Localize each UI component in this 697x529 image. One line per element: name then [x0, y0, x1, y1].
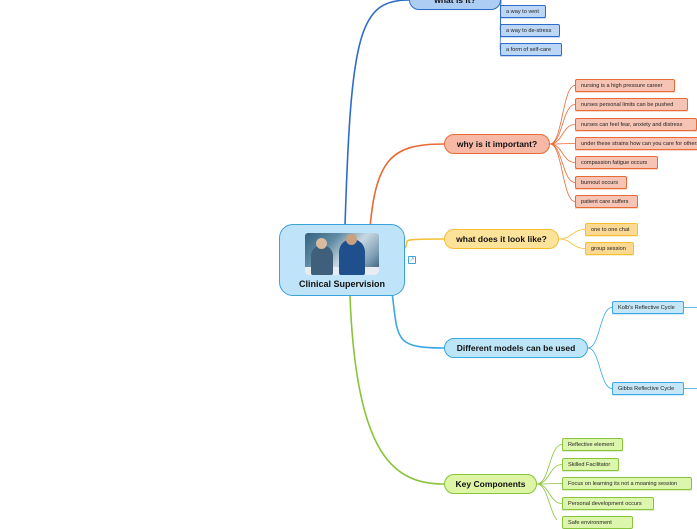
subtopic-item[interactable]: a form of self-care	[500, 43, 562, 56]
subtopic-connector	[549, 143, 576, 202]
subtopic-item[interactable]: nursing is a high pressure career	[575, 79, 675, 92]
branch-connector	[344, 0, 410, 227]
subtopic-item[interactable]: one to one chat	[585, 223, 638, 236]
subtopic-item[interactable]: burnout occurs	[575, 176, 627, 189]
topic-what-does-it-look-like[interactable]: what does it look like?	[444, 229, 559, 249]
subtopic-item[interactable]: under these strains how can you care for…	[575, 137, 697, 150]
subtopic-item[interactable]: Gibbs Reflective Cycle	[612, 382, 684, 395]
subtopic-connector	[587, 347, 613, 389]
subtopic-connector	[558, 238, 586, 249]
topic-why-is-it-important[interactable]: why is it important?	[444, 134, 550, 154]
topic-what-is-it[interactable]: what is it?	[409, 0, 501, 10]
subtopic-connector	[536, 483, 563, 504]
subtopic-connector	[549, 104, 576, 145]
external-link-icon[interactable]: ↗	[408, 256, 416, 264]
subtopic-item[interactable]: group session	[585, 242, 634, 255]
subtopic-connector	[549, 124, 576, 145]
central-topic-title: Clinical Supervision	[298, 279, 386, 289]
subtopic-item[interactable]: a way to de-stress	[500, 24, 560, 37]
subtopic-item[interactable]: a way to vent	[500, 5, 546, 18]
branch-connector	[369, 143, 445, 229]
subtopic-item[interactable]: Skilled Facilitator	[562, 458, 619, 471]
nurses-photo	[305, 233, 379, 275]
topic-different-models[interactable]: Different models can be used	[444, 338, 588, 358]
subtopic-connector	[587, 307, 613, 349]
subtopic-item[interactable]: Personal development occurs	[562, 497, 654, 510]
subtopic-connector	[549, 143, 576, 163]
subtopic-item[interactable]: Focus on learning its not a moaning sess…	[562, 477, 692, 490]
branch-connector	[391, 291, 445, 349]
subtopic-item[interactable]: nurses personal limits can be pushed	[575, 98, 688, 111]
subtopic-connector	[558, 229, 586, 240]
subtopic-connector	[536, 464, 563, 485]
subtopic-connector	[536, 444, 563, 485]
subtopic-item[interactable]: patient care suffers	[575, 195, 638, 208]
subtopic-item[interactable]: Reflective element	[562, 438, 623, 451]
subtopic-connector	[549, 85, 576, 145]
subtopic-item[interactable]: nurses can feel fear, anxiety and distre…	[575, 118, 697, 131]
subtopic-item[interactable]: Kolb's Reflective Cycle	[612, 301, 684, 314]
branch-connector	[404, 238, 445, 249]
subtopic-item[interactable]: compassion fatigue occurs	[575, 156, 658, 169]
subtopic-item[interactable]: Safe environment	[562, 516, 633, 529]
central-topic[interactable]: Clinical Supervision	[279, 224, 405, 296]
subtopic-connector	[536, 483, 558, 520]
subtopic-connector	[549, 143, 576, 183]
topic-key-components[interactable]: Key Components	[444, 474, 537, 494]
branch-connector	[349, 295, 445, 485]
